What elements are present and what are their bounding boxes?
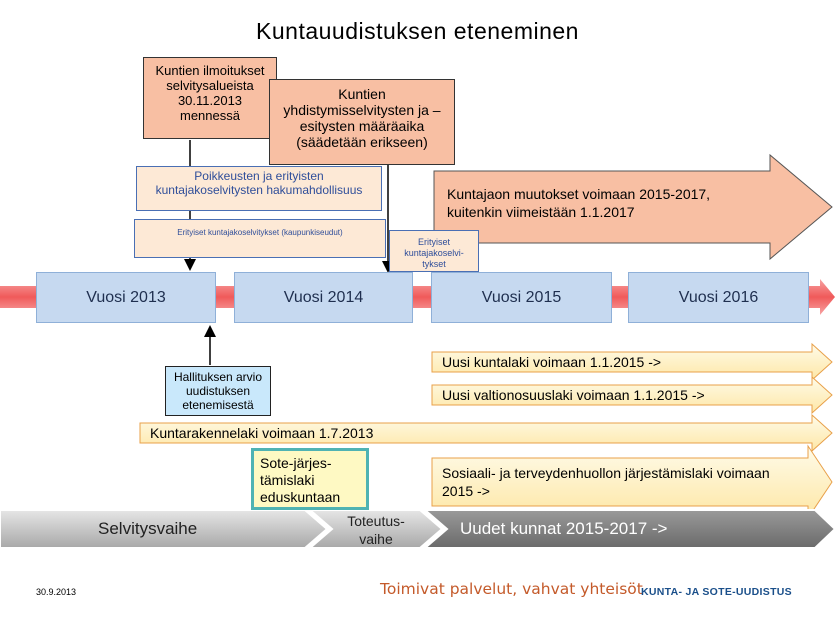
government-text: Hallituksen arvio uudistuksen etenemises… xyxy=(173,370,263,412)
year-2013: Vuosi 2013 xyxy=(36,272,216,323)
deadline-box: Kuntien yhdistymisselvitysten ja –esitys… xyxy=(269,79,455,165)
government-box: Hallituksen arvio uudistuksen etenemises… xyxy=(165,366,271,416)
page-title: Kuntauudistuksen eteneminen xyxy=(256,18,579,44)
footer-slogan: Toimivat palvelut, vahvat yhteisöt xyxy=(380,580,643,598)
phase-uudet: Uudet kunnat 2015-2017 -> xyxy=(460,519,668,538)
sote-parliament-box: Sote-järjes-tämislaki eduskuntaan xyxy=(251,448,369,510)
valtionosuus-label: Uusi valtionosuuslaki voimaan 1.1.2015 -… xyxy=(442,387,705,403)
phase-selvitys: Selvitysvaihe xyxy=(98,519,198,538)
year-2014: Vuosi 2014 xyxy=(234,272,413,323)
big-arrow-text: Kuntajaon muutokset voimaan 2015-2017, k… xyxy=(447,186,711,220)
year-2016: Vuosi 2016 xyxy=(628,272,809,323)
exceptions-box: Poikkeusten ja erityisten kuntajakoselvi… xyxy=(136,166,382,211)
year-2015: Vuosi 2015 xyxy=(431,272,612,323)
notifications-text: Kuntien ilmoitukset selvitysalueista 30.… xyxy=(155,63,265,123)
sote-text: Sosiaali- ja terveydenhuollon järjestämi… xyxy=(442,465,770,499)
big-arrow-label: Kuntajaon muutokset voimaan 2015-2017, k… xyxy=(447,185,767,221)
big-arrow-shape xyxy=(433,153,833,261)
footer-brand: KUNTA- JA SOTE-UUDISTUS xyxy=(641,586,792,598)
kuntalaki-label: Uusi kuntalaki voimaan 1.1.2015 -> xyxy=(442,354,662,370)
sote-parliament-text: Sote-järjes-tämislaki eduskuntaan xyxy=(260,455,341,505)
exceptions-text: Poikkeusten ja erityisten kuntajakoselvi… xyxy=(155,169,363,197)
special-city-text: Erityiset kuntajakoselvitykset (kaupunki… xyxy=(177,228,343,237)
special-small-text: Erityiset kuntajakoselvi-tykset xyxy=(404,237,464,269)
kuntarakenne-label: Kuntarakennelaki voimaan 1.7.2013 xyxy=(150,425,374,441)
phase-toteutus: Toteutus-vaihe xyxy=(336,512,416,548)
sote-label: Sosiaali- ja terveydenhuollon järjestämi… xyxy=(442,464,782,500)
footer-date: 30.9.2013 xyxy=(36,587,77,597)
phase-toteutus-text: Toteutus-vaihe xyxy=(347,513,405,547)
special-city-box: Erityiset kuntajakoselvitykset (kaupunki… xyxy=(134,219,386,258)
notifications-box: Kuntien ilmoitukset selvitysalueista 30.… xyxy=(143,57,277,139)
special-small-box: Erityiset kuntajakoselvi-tykset xyxy=(389,230,479,272)
deadline-text: Kuntien yhdistymisselvitysten ja –esitys… xyxy=(283,86,441,150)
